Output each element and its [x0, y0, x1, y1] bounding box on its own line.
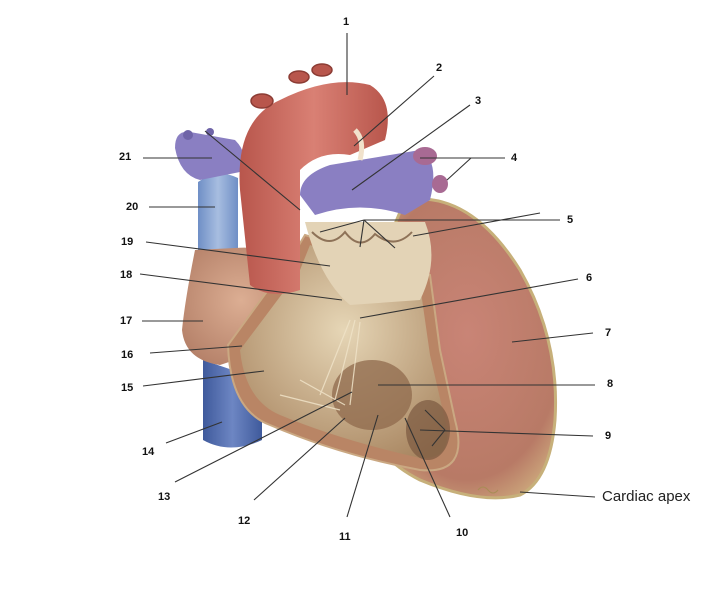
- label-5: 5: [567, 214, 574, 226]
- chordae-tendineae: [279, 319, 361, 411]
- label-12: 12: [238, 515, 251, 527]
- pulmonary-vein-upper: [413, 147, 437, 165]
- label-15: 15: [121, 382, 134, 394]
- label-17: 17: [120, 315, 133, 327]
- label-8: 8: [607, 378, 614, 390]
- brachiocephalic-vein: [175, 131, 244, 180]
- leader-lines: [139, 33, 596, 518]
- pulmonary-vein-lower: [432, 175, 448, 193]
- label-16: 16: [121, 349, 134, 361]
- label-21: 21: [119, 151, 132, 163]
- ligamentum-arteriosum: [353, 128, 365, 161]
- label-9: 9: [605, 430, 612, 442]
- aortic-branches: [250, 63, 333, 109]
- label-2: 2: [436, 62, 443, 74]
- label-7: 7: [605, 327, 612, 339]
- conus-arteriosus: [305, 222, 432, 305]
- cardiac-apex-label: Cardiac apex: [602, 488, 691, 505]
- pulmonary-valve: [311, 230, 413, 244]
- label-19: 19: [121, 236, 134, 248]
- label-6: 6: [586, 272, 593, 284]
- label-18: 18: [120, 269, 133, 281]
- label-20: 20: [126, 201, 139, 213]
- label-13: 13: [158, 491, 171, 503]
- label-3: 3: [475, 95, 482, 107]
- label-10: 10: [456, 527, 469, 539]
- label-4: 4: [511, 152, 518, 164]
- pulmonary-trunk: [300, 150, 434, 215]
- label-11: 11: [339, 531, 351, 543]
- aortic-arch: [239, 82, 388, 294]
- label-14: 14: [142, 446, 155, 458]
- label-1: 1: [343, 16, 350, 28]
- ventricle-cavity: [332, 360, 412, 430]
- superior-vena-cava: [198, 173, 238, 256]
